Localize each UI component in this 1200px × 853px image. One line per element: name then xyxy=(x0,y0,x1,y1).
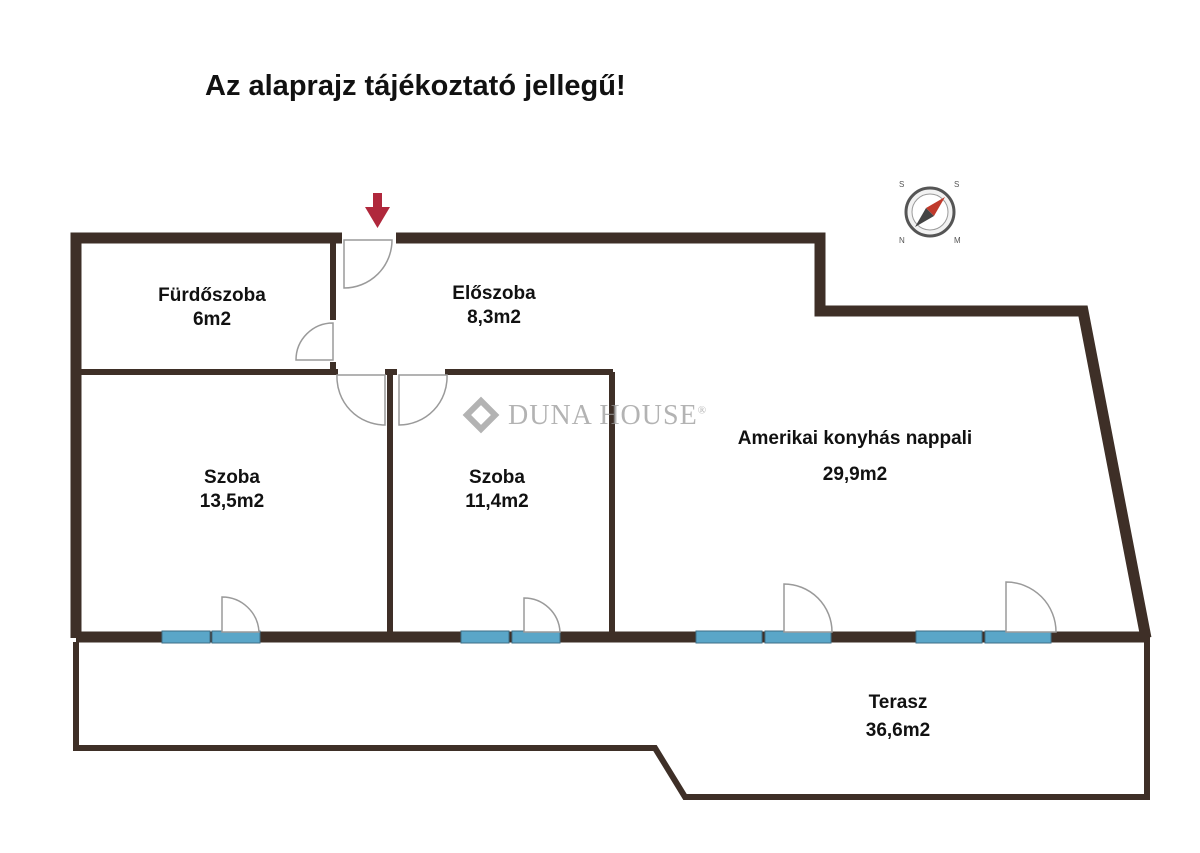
entrance-door xyxy=(343,239,393,289)
bathroom-door xyxy=(295,322,334,361)
room-label-terrace: Terasz 36,6m2 xyxy=(866,689,930,745)
compass-letter: S xyxy=(954,180,959,189)
room-area: 29,9m2 xyxy=(822,464,888,485)
room2-door-gap xyxy=(397,368,445,376)
compass-letter: S xyxy=(899,180,904,189)
room-name: Szoba xyxy=(204,467,260,488)
room-area: 13,5m2 xyxy=(199,491,265,512)
room-label-hall: Előszoba 8,3m2 xyxy=(452,282,535,330)
room-name: Amerikai konyhás nappali xyxy=(737,428,973,449)
watermark-registered-mark: ® xyxy=(697,404,708,417)
room-area: 36,6m2 xyxy=(865,720,931,741)
window-room2 xyxy=(460,597,561,644)
room-name: Fürdőszoba xyxy=(158,285,266,306)
watermark: DUNA HOUSE® xyxy=(462,396,708,434)
room-area: 11,4m2 xyxy=(465,491,529,512)
compass-icon: S S N M xyxy=(899,180,961,245)
watermark-text: DUNA HOUSE xyxy=(508,400,698,431)
duna-house-logo-icon xyxy=(462,396,500,434)
room-name: Terasz xyxy=(868,692,928,713)
room-name: Előszoba xyxy=(452,283,536,304)
window-room1 xyxy=(161,596,261,644)
plan-disclaimer-title: Az alaprajz tájékoztató jellegű! xyxy=(205,70,626,102)
room2-door xyxy=(398,374,448,426)
room-label-living: Amerikai konyhás nappali 29,9m2 xyxy=(738,421,972,493)
window-living-2 xyxy=(915,581,1057,644)
room1-door-gap xyxy=(338,368,385,376)
room-area: 6m2 xyxy=(192,309,232,330)
terrace-outline xyxy=(73,642,1150,800)
outer-wall xyxy=(70,232,1152,640)
compass-letter: N xyxy=(899,236,905,245)
room-area: 8,3m2 xyxy=(467,307,521,328)
window-living-1 xyxy=(695,583,833,644)
room1-door xyxy=(336,374,386,426)
compass-letter: M xyxy=(954,236,961,245)
room-label-room-2: Szoba 11,4m2 xyxy=(465,466,528,514)
room-label-room-1: Szoba 13,5m2 xyxy=(200,466,264,514)
room-name: Szoba xyxy=(469,467,525,488)
entrance-arrow-icon xyxy=(365,193,390,228)
room-label-bathroom: Fürdőszoba 6m2 xyxy=(158,284,266,332)
